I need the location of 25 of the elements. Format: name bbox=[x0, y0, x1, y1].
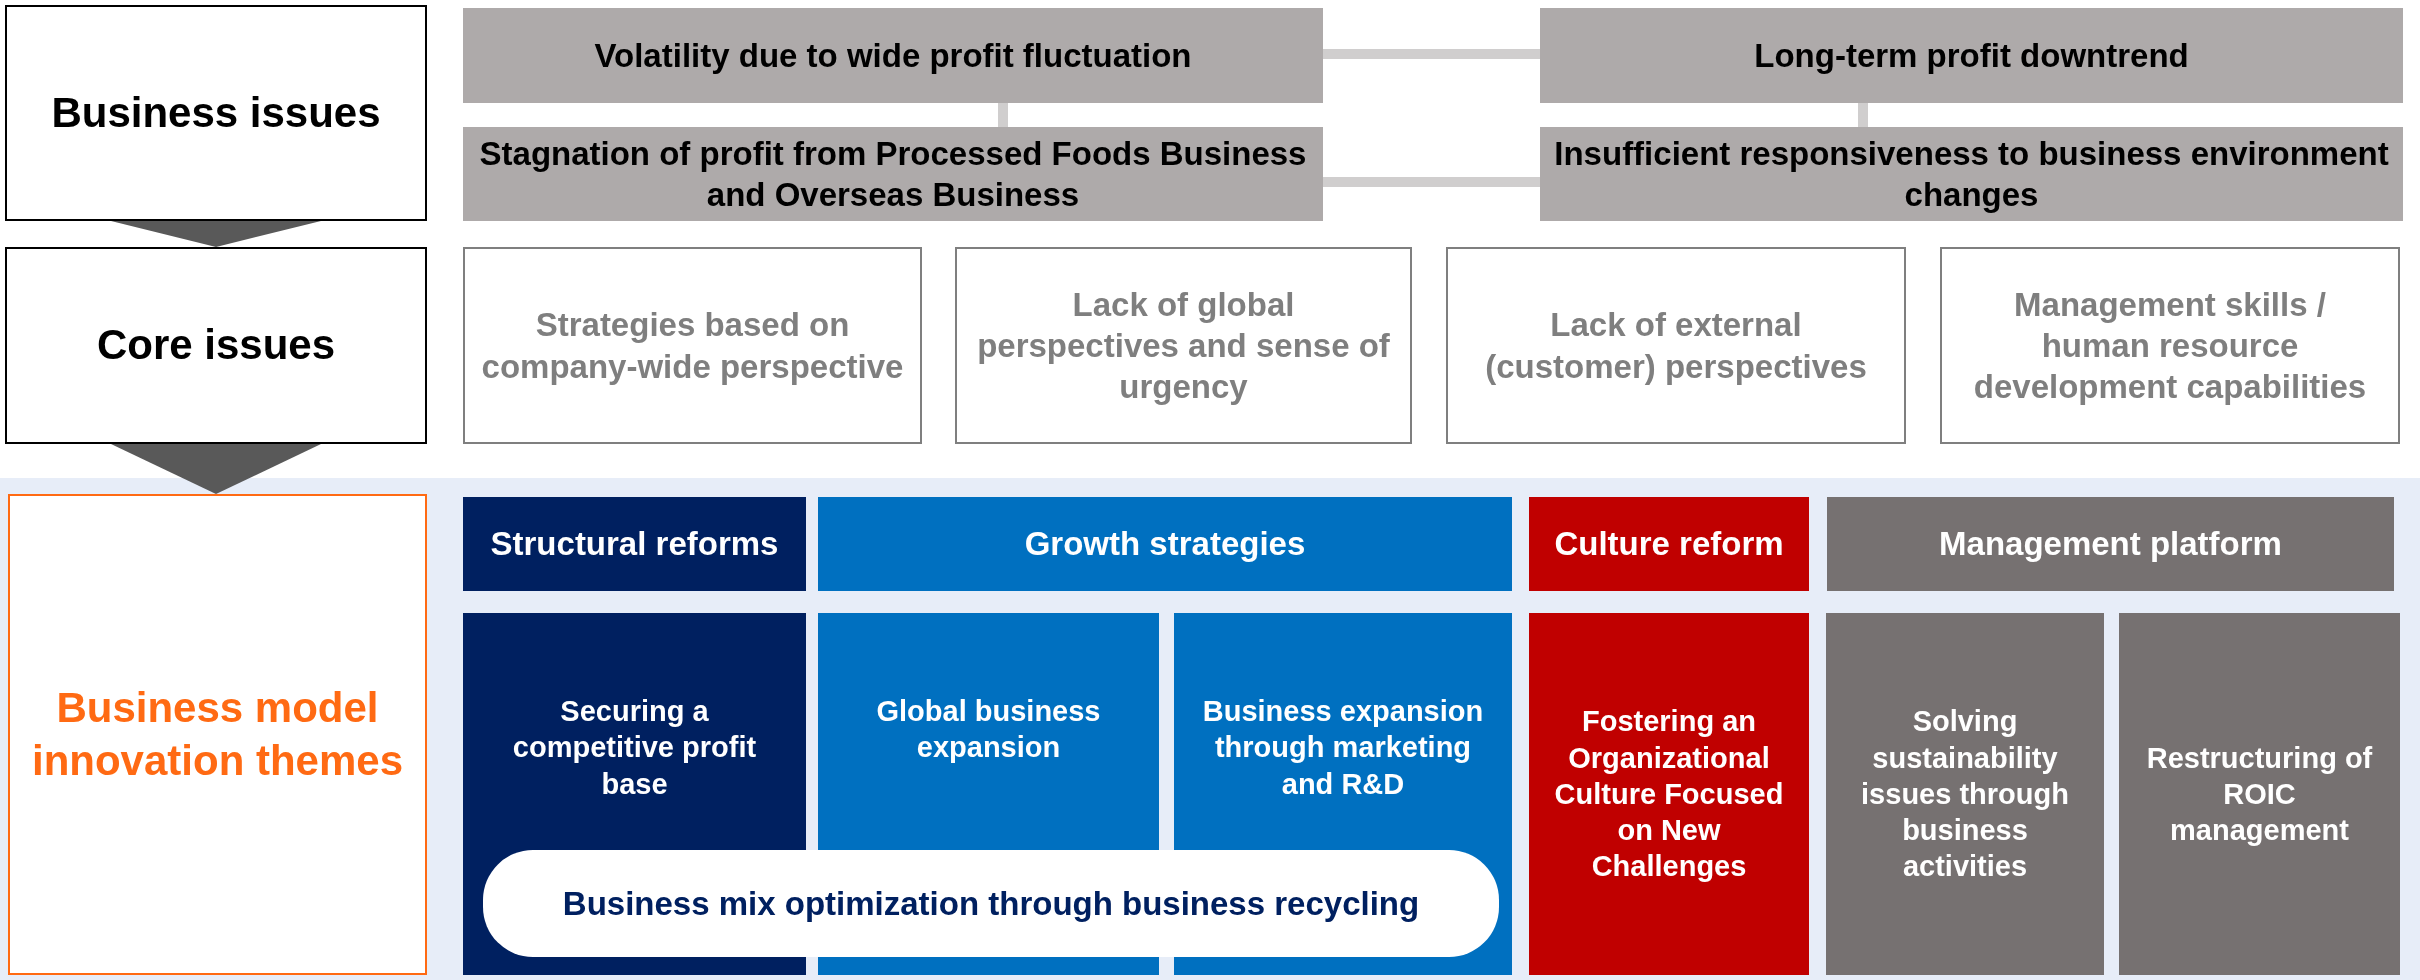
issue-box: Management skills / human resource development capabilities bbox=[1940, 247, 2400, 444]
row-heading-box: Business issues bbox=[5, 5, 427, 221]
issue-box: Restructuring of ROIC management bbox=[2119, 613, 2400, 975]
category-header: Growth strategies bbox=[818, 497, 1512, 591]
issue-box: Long-term profit downtrend bbox=[1540, 8, 2403, 103]
row-heading-box: Business model innovation themes bbox=[8, 494, 427, 975]
pill-box: Business mix optimization through business recycling bbox=[483, 850, 1499, 957]
connector-line bbox=[998, 103, 1008, 127]
connector-line bbox=[1323, 177, 1540, 187]
connector-line bbox=[1858, 103, 1868, 127]
category-header: Culture reform bbox=[1529, 497, 1809, 591]
category-header: Structural reforms bbox=[463, 497, 806, 591]
issue-box: Lack of external (customer) perspectives bbox=[1446, 247, 1906, 444]
issue-box: Stagnation of profit from Processed Foods Business and Overseas Business bbox=[463, 127, 1323, 221]
row-heading-box: Core issues bbox=[5, 247, 427, 444]
issue-box: Strategies based on company-wide perspective bbox=[463, 247, 922, 444]
connector-line bbox=[1323, 49, 1540, 59]
category-header: Management platform bbox=[1827, 497, 2394, 591]
chevron-arrow bbox=[111, 221, 321, 247]
chevron-arrow bbox=[111, 444, 321, 494]
issue-box: Solving sustainability issues through business activities bbox=[1826, 613, 2104, 975]
issue-box: Fostering an Organizational Culture Focused on New Challenges bbox=[1529, 613, 1809, 975]
issue-box: Insufficient responsiveness to business environment changes bbox=[1540, 127, 2403, 221]
issue-box: Volatility due to wide profit fluctuation bbox=[463, 8, 1323, 103]
issue-box: Lack of global perspectives and sense of urgency bbox=[955, 247, 1412, 444]
